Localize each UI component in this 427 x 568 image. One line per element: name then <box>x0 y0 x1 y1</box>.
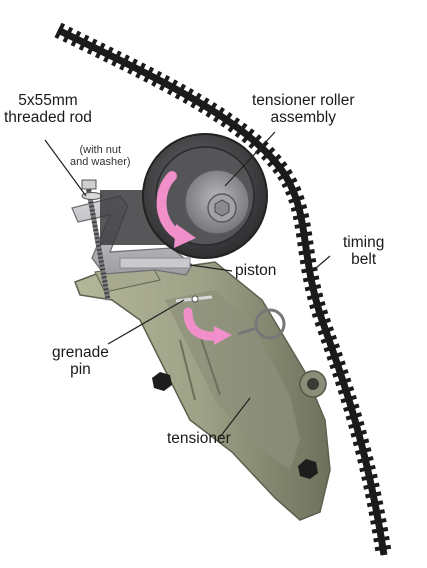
leader-piston <box>189 264 233 272</box>
threaded-rod-note: (with nut and washer) <box>70 144 131 169</box>
grenade-pin-label: grenade pin <box>52 344 109 379</box>
rod-note-line2: and washer) <box>70 156 131 169</box>
timing-belt-label: timing belt <box>343 234 384 269</box>
piston-label: piston <box>235 262 277 279</box>
leader-rod <box>44 139 87 197</box>
leader-pin <box>107 299 185 345</box>
bolt-right <box>299 370 327 398</box>
leader-tensioner <box>219 397 251 438</box>
roller-label-line2: assembly <box>270 109 336 127</box>
leader-belt <box>315 255 331 269</box>
bolt-bottom <box>298 459 318 479</box>
rod-note-line1: (with nut <box>79 144 122 156</box>
tensioner-body <box>74 261 331 521</box>
rotation-arrow-icon <box>156 171 196 248</box>
belt-label-line2: belt <box>351 251 377 269</box>
rod-label-line1: 5x55mm <box>18 92 78 109</box>
timing-belt <box>54 22 392 557</box>
belt-label-line1: timing <box>343 234 385 251</box>
pin-rotation-arrow-icon <box>183 307 232 345</box>
rod-label-line2: threaded rod <box>4 109 92 127</box>
tensioner-label: tensioner <box>167 430 231 447</box>
roller-label-line1: tensioner roller <box>252 92 355 109</box>
pin-label-line1: grenade <box>52 344 109 361</box>
leader-roller <box>224 131 276 187</box>
leader-lines <box>44 131 331 438</box>
threaded-rod-label: 5x55mm threaded rod <box>4 92 92 127</box>
pin-label-line2: pin <box>70 361 91 379</box>
roller-assembly-label: tensioner roller assembly <box>252 92 355 127</box>
grenade-pin <box>175 295 286 340</box>
bolt-left <box>152 372 172 391</box>
threaded-rod <box>81 179 111 301</box>
